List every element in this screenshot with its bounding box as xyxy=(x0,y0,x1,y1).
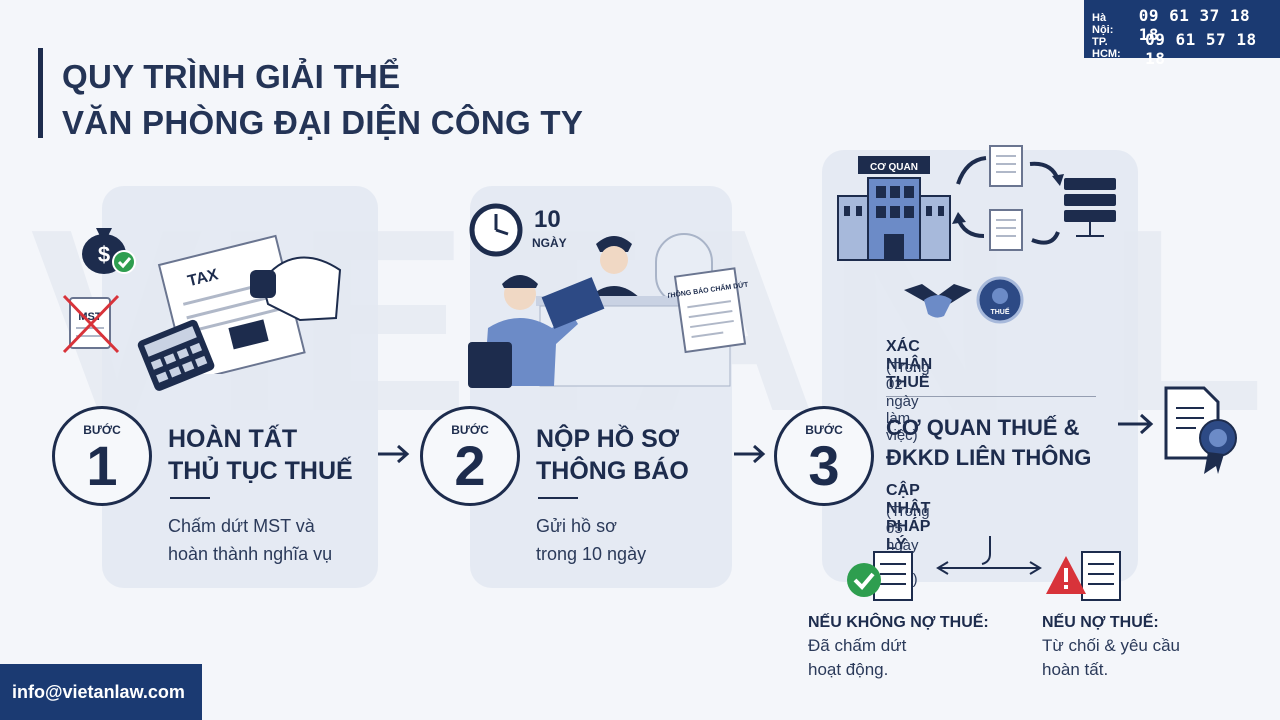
step-1-description: Chấm dứt MST và hoàn thành nghĩa vụ xyxy=(168,512,332,568)
step-2-title-line-1: NỘP HỒ SƠ xyxy=(536,425,680,453)
tax-confirm-title: XÁC NHẬN THUẾ xyxy=(886,338,933,391)
arrow-right-icon xyxy=(378,444,410,464)
agency-label: CƠ QUAN xyxy=(870,162,918,173)
money-bag-icon: $ xyxy=(82,228,136,274)
step-3-number: 3 xyxy=(808,434,840,497)
step-2-desc-line-1: Gửi hồ sơ xyxy=(536,516,617,536)
calculator-icon xyxy=(137,319,215,391)
step-3-top-divider xyxy=(886,396,1096,397)
step-2-title-line-2: THÔNG BÁO xyxy=(536,457,689,485)
cancelled-mst-doc-icon: MST xyxy=(62,294,120,354)
step-3-title: CƠ QUAN THUẾ & ĐKKD LIÊN THÔNG xyxy=(886,413,1091,473)
step-3-title-line-2: ĐKKD LIÊN THÔNG xyxy=(886,445,1092,470)
step-1-title: HOÀN TẤT THỦ TỤC THUẾ xyxy=(168,423,353,487)
outcome-no-debt-line-1: Đã chấm dứt xyxy=(808,636,907,655)
step-1-label: BƯỚC xyxy=(83,423,121,437)
step-3-badge: BƯỚC 3 xyxy=(774,406,874,506)
step-2-title: NỘP HỒ SƠ THÔNG BÁO xyxy=(536,423,689,487)
days-label: NGÀY xyxy=(532,236,567,250)
hcm-label: TP. HCM: xyxy=(1092,36,1121,60)
step-1-divider xyxy=(170,497,210,499)
contact-box: Hà Nội: 09 61 37 18 18 TP. HCM: 09 61 57… xyxy=(1084,0,1280,68)
contact-email[interactable]: info@vietanlaw.com xyxy=(0,664,202,720)
step-1-number: 1 xyxy=(86,434,118,497)
legal-update-title: CẬP NHẬT PHÁP LÝ xyxy=(886,482,931,553)
title-accent-bar xyxy=(38,48,43,138)
arrow-right-icon xyxy=(734,444,766,464)
government-agency-building-icon: CƠ QUAN xyxy=(837,156,951,261)
contact-row-hanoi: Hà Nội: 09 61 37 18 18 xyxy=(1092,6,1274,44)
document-exchange-cycle-icon xyxy=(952,145,1116,251)
hanoi-phone[interactable]: 09 61 37 18 18 xyxy=(1138,6,1251,44)
page-title: QUY TRÌNH GIẢI THỂ VĂN PHÒNG ĐẠI DIỆN CÔ… xyxy=(62,54,583,146)
step-1-badge: BƯỚC 1 xyxy=(52,406,152,506)
step-3-label: BƯỚC xyxy=(805,423,843,437)
seal-label: THUẾ xyxy=(990,306,1009,316)
certificate-icon xyxy=(1164,386,1237,474)
title-line-1: QUY TRÌNH GIẢI THỂ xyxy=(62,58,401,95)
tax-seal-icon: THUẾ xyxy=(976,276,1024,324)
step-2-desc-line-2: trong 10 ngày xyxy=(536,544,647,564)
approved-document-icon xyxy=(847,551,913,601)
arrow-right-icon xyxy=(1118,413,1154,435)
days-number: 10 xyxy=(534,206,561,233)
hanoi-label: Hà Nội: xyxy=(1092,12,1114,36)
step-2-number: 2 xyxy=(454,434,486,497)
termination-notice-doc-icon: THÔNG BÁO CHẤM DỨT xyxy=(668,267,749,354)
tax-confirm-duration: (Trong 02 ngày làm việc) xyxy=(886,359,930,444)
step-2-description: Gửi hồ sơ trong 10 ngày xyxy=(536,512,646,568)
outcome-no-debt-title: NẾU KHÔNG NỢ THUẾ: xyxy=(808,614,989,631)
outcome-debt-title: NẾU NỢ THUẾ: xyxy=(1042,614,1159,631)
step-1-desc-line-1: Chấm dứt MST và xyxy=(168,516,315,536)
step-3-title-line-1: CƠ QUAN THUẾ & xyxy=(886,415,1080,440)
outcome-no-debt-description: Đã chấm dứt hoạt động. xyxy=(808,634,906,682)
outcome-debt-description: Từ chối & yêu cầu hoàn tất. xyxy=(1042,634,1180,682)
clock-icon xyxy=(469,203,523,257)
outcome-debt-line-1: Từ chối & yêu cầu xyxy=(1042,636,1181,655)
step-2-divider xyxy=(538,497,578,499)
handshake-icon xyxy=(904,284,972,318)
step-1-title-line-2: THỦ TỤC THUẾ xyxy=(168,457,353,485)
title-line-2: VĂN PHÒNG ĐẠI DIỆN CÔNG TY xyxy=(62,104,584,141)
hcm-phone[interactable]: 09 61 57 18 18 xyxy=(1145,30,1257,68)
svg-text:$: $ xyxy=(98,242,110,267)
warning-document-icon xyxy=(1046,551,1121,601)
step-2-label: BƯỚC xyxy=(451,423,489,437)
contact-row-hcm: TP. HCM: 09 61 57 18 18 xyxy=(1092,30,1274,68)
branch-connector xyxy=(936,536,1042,575)
step-1-desc-line-2: hoàn thành nghĩa vụ xyxy=(168,544,333,564)
step-2-badge: BƯỚC 2 xyxy=(420,406,520,506)
outcome-debt-line-2: hoàn tất. xyxy=(1042,660,1109,679)
outcome-no-debt-line-2: hoạt động. xyxy=(808,660,889,679)
step-1-title-line-1: HOÀN TẤT xyxy=(168,425,298,453)
